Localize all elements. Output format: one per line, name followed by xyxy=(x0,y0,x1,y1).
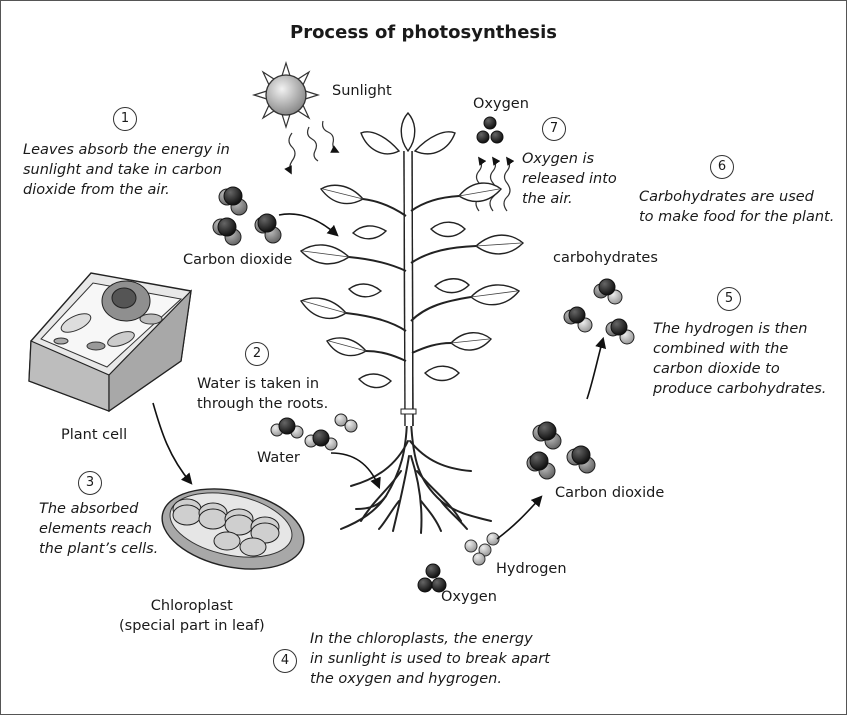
leaf-veins xyxy=(302,188,522,352)
carbon-dioxide-label-left: Carbon dioxide xyxy=(183,252,293,268)
step-1-number: 1 xyxy=(113,107,137,131)
plant-cell xyxy=(28,272,192,413)
step-2-text: Water is taken in through the roots. xyxy=(197,376,329,412)
step-3-text: The absorbed elements reach the plant’s … xyxy=(39,501,159,557)
step-5-text: The hydrogen is then combined with the c… xyxy=(653,321,827,397)
step-6-number: 6 xyxy=(710,155,734,179)
oxygen-label-top: Oxygen xyxy=(473,96,529,112)
carbon-dioxide-molecules-left xyxy=(212,186,282,246)
cell-to-chloroplast-arrow xyxy=(152,402,193,485)
step-3-number: 3 xyxy=(78,471,102,495)
roots xyxy=(340,420,492,534)
diagram-title: Process of photosynthesis xyxy=(290,22,557,43)
step-2-number: 2 xyxy=(245,342,269,366)
plant xyxy=(299,111,525,534)
step-4-text: In the chloroplasts, the energy in sunli… xyxy=(310,631,550,687)
hydrogen-arrow xyxy=(496,495,543,540)
chloroplast-label: Chloroplast (special part in leaf) xyxy=(119,598,265,634)
carbon-dioxide-arrow xyxy=(278,213,339,237)
step-6-text: Carbohydrates are used to make food for … xyxy=(639,189,835,225)
leaves xyxy=(299,111,525,389)
step-7-number: 7 xyxy=(542,117,566,141)
step-7-text: Oxygen is released into the air. xyxy=(522,151,617,207)
water-molecules xyxy=(270,413,358,451)
step-4-number: 4 xyxy=(273,649,297,673)
oxygen-molecules-top xyxy=(476,116,504,144)
water-label: Water xyxy=(257,450,300,466)
carbohydrate-molecules xyxy=(563,278,635,345)
chloroplast xyxy=(161,488,305,570)
hydrogen-molecules xyxy=(464,532,500,566)
plant-cell-label: Plant cell xyxy=(61,427,128,443)
step-1-text: Leaves absorb the energy in sunlight and… xyxy=(23,142,230,198)
sunlight-label: Sunlight xyxy=(332,83,392,99)
step-5-number: 5 xyxy=(717,287,741,311)
to-carbohydrates-arrow xyxy=(586,336,607,400)
oxygen-molecules-bottom xyxy=(417,563,447,593)
carbohydrates-label: carbohydrates xyxy=(553,250,658,266)
sun-icon xyxy=(251,60,321,130)
oxygen-label-bottom: Oxygen xyxy=(441,589,497,605)
sunlight-rays xyxy=(284,120,340,175)
carbon-dioxide-molecules-right xyxy=(526,421,596,480)
hydrogen-label: Hydrogen xyxy=(496,561,567,577)
carbon-dioxide-label-right: Carbon dioxide xyxy=(555,485,665,501)
water-arrow xyxy=(330,452,381,490)
